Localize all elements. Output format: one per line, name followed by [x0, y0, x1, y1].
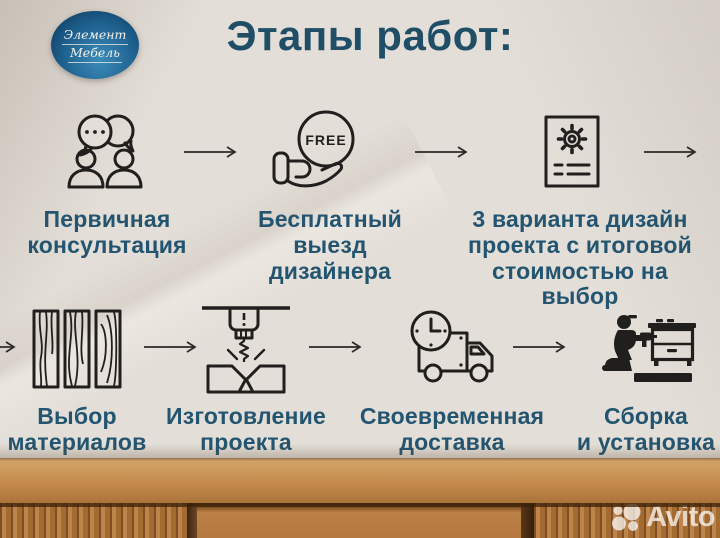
cabinet-panel-gap — [521, 503, 534, 538]
poster-bottom-shadow — [0, 444, 720, 458]
step-label: Первичная консультация — [27, 206, 187, 258]
free-badge-text: FREE — [305, 132, 346, 148]
cabinet-top-surface — [0, 458, 720, 503]
step-label: Своевременная доставка — [359, 403, 545, 455]
step-assembly: Сборка и установка — [546, 303, 720, 456]
arrow-right-icon — [143, 340, 201, 359]
arrow-right-icon — [308, 340, 366, 359]
logo-line-2: Мебель — [68, 45, 122, 63]
arrow-right-icon — [414, 145, 472, 164]
company-logo: Элемент Мебель — [51, 11, 139, 79]
step-label: Выбор материалов — [7, 403, 147, 455]
arrow-right-icon — [183, 145, 241, 164]
drawer-front-panel — [197, 503, 521, 538]
step-label: Сборка и установка — [576, 403, 716, 455]
arrow-right-icon — [643, 145, 701, 164]
free-designer-visit-icon: FREE — [270, 106, 366, 198]
cnc-manufacturing-icon — [200, 303, 292, 395]
page-title: Этапы работ: — [226, 12, 514, 59]
consultation-icon — [61, 106, 153, 198]
step-consultation: Первичная консультация — [17, 106, 197, 259]
wood-materials-icon — [31, 303, 123, 395]
logo-line-1: Элемент — [61, 27, 129, 45]
tambour-door-left — [0, 503, 187, 538]
arrow-right-icon — [512, 340, 570, 359]
step-label: 3 варианта дизайн проекта с итоговой сто… — [467, 206, 693, 310]
step-label: Бесплатный выезд дизайнера — [257, 206, 403, 284]
arrow-right-icon — [0, 340, 20, 359]
step-delivery: Своевременная доставка — [352, 303, 552, 456]
avito-logo-icon — [612, 503, 641, 531]
step-manufacturing: Изготовление проекта — [156, 303, 336, 456]
step-label: Изготовление проекта — [166, 403, 326, 455]
step-materials: Выбор материалов — [2, 303, 152, 456]
step-design-options: 3 варианта дизайн проекта с итоговой сто… — [455, 106, 705, 310]
cabinet-panel-gap — [187, 503, 197, 538]
wooden-sideboard — [0, 458, 720, 538]
cabinet-front — [0, 503, 720, 538]
design-project-options-icon — [543, 106, 601, 198]
furniture-assembly-icon — [590, 303, 702, 395]
delivery-truck-icon — [403, 303, 501, 395]
step-free-designer-visit: FREE Бесплатный выезд дизайнера — [230, 106, 430, 284]
